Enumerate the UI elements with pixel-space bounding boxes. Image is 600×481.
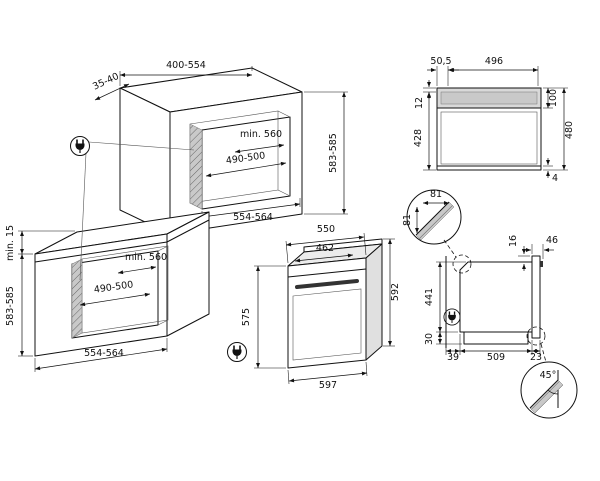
dim-front-bottom-edge: 4 <box>552 173 558 184</box>
base-socket-zone <box>71 258 83 339</box>
dim-upper-vent-clearance: 490-500 <box>225 150 266 166</box>
dim-base-rear-gap: min. 15 <box>5 225 16 261</box>
dim-base-vent-clearance: 490-500 <box>93 279 134 295</box>
corner-detail-marker <box>452 254 472 274</box>
upper-cabinet-dimension-lines <box>94 66 348 220</box>
dim-front-door-height: 428 <box>413 129 424 147</box>
front-view-outline <box>436 87 542 171</box>
angle-cut-detail: 45° <box>520 361 578 419</box>
dim-side-door-top-offset: 16 <box>508 235 519 247</box>
dim-base-niche-depth: min. 560 <box>125 252 167 263</box>
side-view-dimension-lines <box>436 244 554 355</box>
upper-cabinet-view: 400-554 35-40 583-585 min. 560 490-500 5… <box>91 60 348 235</box>
side-view-handle <box>540 261 543 267</box>
dim-oven-front-height: 575 <box>241 308 252 326</box>
oven-dimension-lines <box>254 232 395 385</box>
corner-cut-detail: 81 81 <box>402 189 462 258</box>
dim-upper-top-width: 400-554 <box>166 60 206 71</box>
dim-angle-cut: 45° <box>540 370 557 381</box>
base-cabinet-dimension-lines <box>18 230 168 372</box>
dim-side-door-thickness: 23 <box>530 352 542 363</box>
dim-front-top-edge: 12 <box>414 97 425 109</box>
corner-detail-dimension-lines <box>415 201 449 233</box>
dim-side-door-front-depth: 46 <box>546 235 558 246</box>
dim-side-body-depth: 509 <box>487 352 505 363</box>
dim-front-side-offset: 50,5 <box>430 56 451 67</box>
dim-upper-niche-height: 583-585 <box>328 133 339 173</box>
dim-oven-top-width: 550 <box>317 224 335 235</box>
power-plug-icon <box>226 341 248 363</box>
angle-detail-marker <box>526 326 546 346</box>
dim-front-vent-width: 496 <box>485 56 503 67</box>
dim-upper-cabinet-width: 554-564 <box>233 212 273 223</box>
dim-front-total-height: 480 <box>564 121 575 139</box>
dim-oven-inner-width: 462 <box>316 243 334 254</box>
side-view-outline <box>445 254 547 363</box>
upper-socket-zone <box>189 123 203 210</box>
dim-side-body-height: 441 <box>424 288 435 306</box>
dim-oven-total-height: 592 <box>390 283 401 301</box>
dim-upper-top-depth: 35-40 <box>91 71 121 93</box>
front-view-dimension-lines <box>423 66 568 178</box>
oven-front-view: 50,5 496 100 12 428 480 4 <box>413 56 575 184</box>
oven-handle <box>295 279 359 289</box>
dim-oven-total-width: 597 <box>319 380 337 391</box>
base-cabinet-view: min. 15 583-585 min. 560 490-500 554-564 <box>5 211 210 372</box>
oven-side-view: 16 46 441 30 39 509 23 <box>424 235 558 363</box>
side-view-door <box>531 255 541 339</box>
dim-upper-niche-depth: min. 560 <box>240 129 282 140</box>
power-plug-icon <box>69 135 91 157</box>
oven-outline <box>287 238 383 369</box>
dim-corner-cut-height: 81 <box>402 214 413 226</box>
upper-cabinet-outline <box>119 67 303 235</box>
dim-corner-cut-width: 81 <box>430 189 442 200</box>
dim-side-rear-clearance: 39 <box>447 352 459 363</box>
dim-base-niche-height: 583-585 <box>5 286 16 326</box>
socket-leader-lines <box>79 141 195 281</box>
dim-front-panel-height: 100 <box>548 89 559 107</box>
dim-side-base-height: 30 <box>424 333 435 345</box>
oven-isometric-view: 550 462 575 592 597 <box>241 224 401 391</box>
dim-base-cabinet-width: 554-564 <box>84 348 124 359</box>
